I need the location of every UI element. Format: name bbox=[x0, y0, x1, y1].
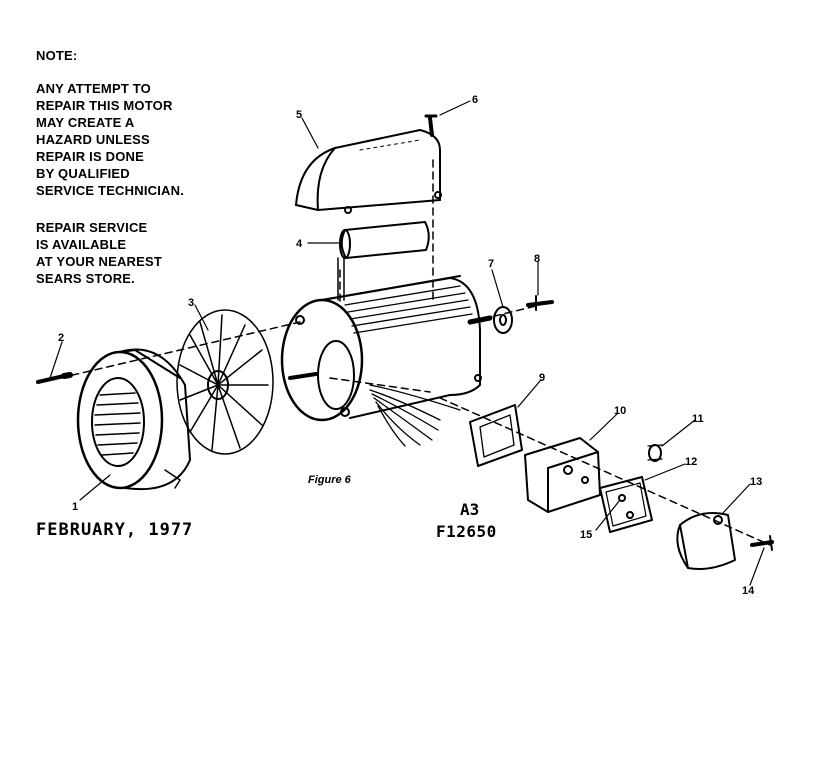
note-service-line: AT YOUR NEAREST bbox=[36, 254, 163, 269]
note-warning-line: HAZARD UNLESS bbox=[36, 132, 150, 147]
callout-7: 7 bbox=[488, 258, 494, 270]
date-stamp: FEBRUARY, 1977 bbox=[36, 520, 194, 540]
callout-4: 4 bbox=[296, 238, 303, 250]
figure-caption: Figure 6 bbox=[308, 474, 351, 486]
callout-3: 3 bbox=[188, 297, 194, 309]
note-warning-line: REPAIR THIS MOTOR bbox=[36, 98, 173, 113]
callout-15: 15 bbox=[580, 529, 592, 541]
part-13-end-cover bbox=[676, 512, 736, 570]
part-11-bushing bbox=[647, 444, 663, 462]
part-1-fan-cover bbox=[76, 348, 191, 491]
note-service-line: SEARS STORE. bbox=[36, 271, 135, 286]
callout-6: 6 bbox=[472, 94, 478, 106]
note-warning-line: REPAIR IS DONE bbox=[36, 149, 145, 164]
note-warning-line: MAY CREATE A bbox=[36, 115, 135, 130]
note-warning: ANY ATTEMPT TO REPAIR THIS MOTOR MAY CRE… bbox=[36, 80, 184, 199]
drawing-code-line1: A3 bbox=[460, 500, 480, 519]
note-warning-line: ANY ATTEMPT TO bbox=[36, 81, 151, 96]
note-service-line: REPAIR SERVICE bbox=[36, 220, 148, 235]
part-2-screw bbox=[36, 372, 73, 384]
part-9-gasket bbox=[469, 404, 523, 467]
callout-14: 14 bbox=[742, 585, 755, 597]
callout-11: 11 bbox=[692, 413, 704, 425]
note-warning-line: BY QUALIFIED bbox=[36, 166, 130, 181]
callout-1: 1 bbox=[72, 501, 78, 513]
note-warning-line: SERVICE TECHNICIAN. bbox=[36, 183, 185, 198]
part-12-terminal-plate bbox=[599, 476, 653, 533]
drawing-code-line2: F12650 bbox=[436, 522, 497, 541]
callout-13: 13 bbox=[750, 476, 762, 488]
note-title: NOTE: bbox=[36, 48, 78, 63]
part-10-terminal-box bbox=[524, 437, 601, 513]
note-service: REPAIR SERVICE IS AVAILABLE AT YOUR NEAR… bbox=[36, 219, 162, 287]
callout-5: 5 bbox=[296, 109, 302, 121]
part-14-screw bbox=[750, 535, 774, 551]
callout-12: 12 bbox=[685, 456, 697, 468]
note-service-line: IS AVAILABLE bbox=[36, 237, 127, 252]
callout-labels: 1 2 3 4 5 6 7 8 9 10 11 12 13 14 15 bbox=[58, 94, 762, 597]
part-6-screw bbox=[424, 114, 438, 137]
part-7-washer bbox=[493, 306, 513, 334]
callout-2: 2 bbox=[58, 332, 64, 344]
part-5-capacitor-cover bbox=[295, 129, 442, 214]
lead-wires bbox=[369, 384, 461, 447]
part-8-screw bbox=[526, 295, 554, 311]
callout-10: 10 bbox=[614, 405, 626, 417]
callout-9: 9 bbox=[539, 372, 545, 384]
callout-8: 8 bbox=[534, 253, 540, 265]
part-4-capacitor bbox=[337, 221, 430, 301]
leader-lines bbox=[49, 100, 765, 586]
part-3-fan bbox=[176, 309, 274, 455]
motor-body bbox=[280, 275, 493, 422]
assembly-axis-lines bbox=[59, 159, 771, 546]
